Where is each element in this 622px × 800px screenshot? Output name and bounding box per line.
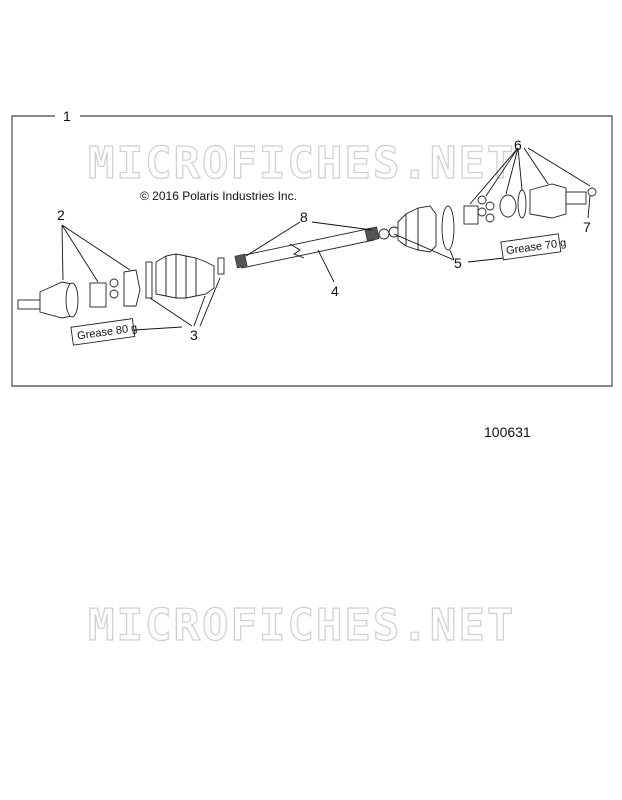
outer-boot [145, 253, 225, 299]
callout-1: 1 [63, 108, 71, 124]
assembly-frame [11, 115, 613, 387]
grease-label-left: Grease 80 g [70, 318, 138, 346]
inner-plunge-joint [463, 183, 597, 225]
callout-8: 8 [300, 209, 308, 225]
watermark-bottom: MICROFICHES.NET [88, 600, 515, 651]
figure-number: 100631 [484, 424, 531, 440]
callout-7: 7 [583, 219, 591, 235]
callout-4: 4 [331, 283, 339, 299]
copyright-text: © 2016 Polaris Industries Inc. [140, 189, 297, 203]
outer-cv-joint [17, 269, 141, 319]
callout-6: 6 [514, 137, 522, 153]
inner-boot [378, 205, 455, 253]
watermark-top: MICROFICHES.NET [88, 138, 515, 189]
callout-5: 5 [454, 255, 462, 271]
callout-2: 2 [57, 207, 65, 223]
axle-shaft [234, 226, 380, 269]
grease-label-right: Grease 70 g [500, 233, 567, 261]
callout-3: 3 [190, 327, 198, 343]
